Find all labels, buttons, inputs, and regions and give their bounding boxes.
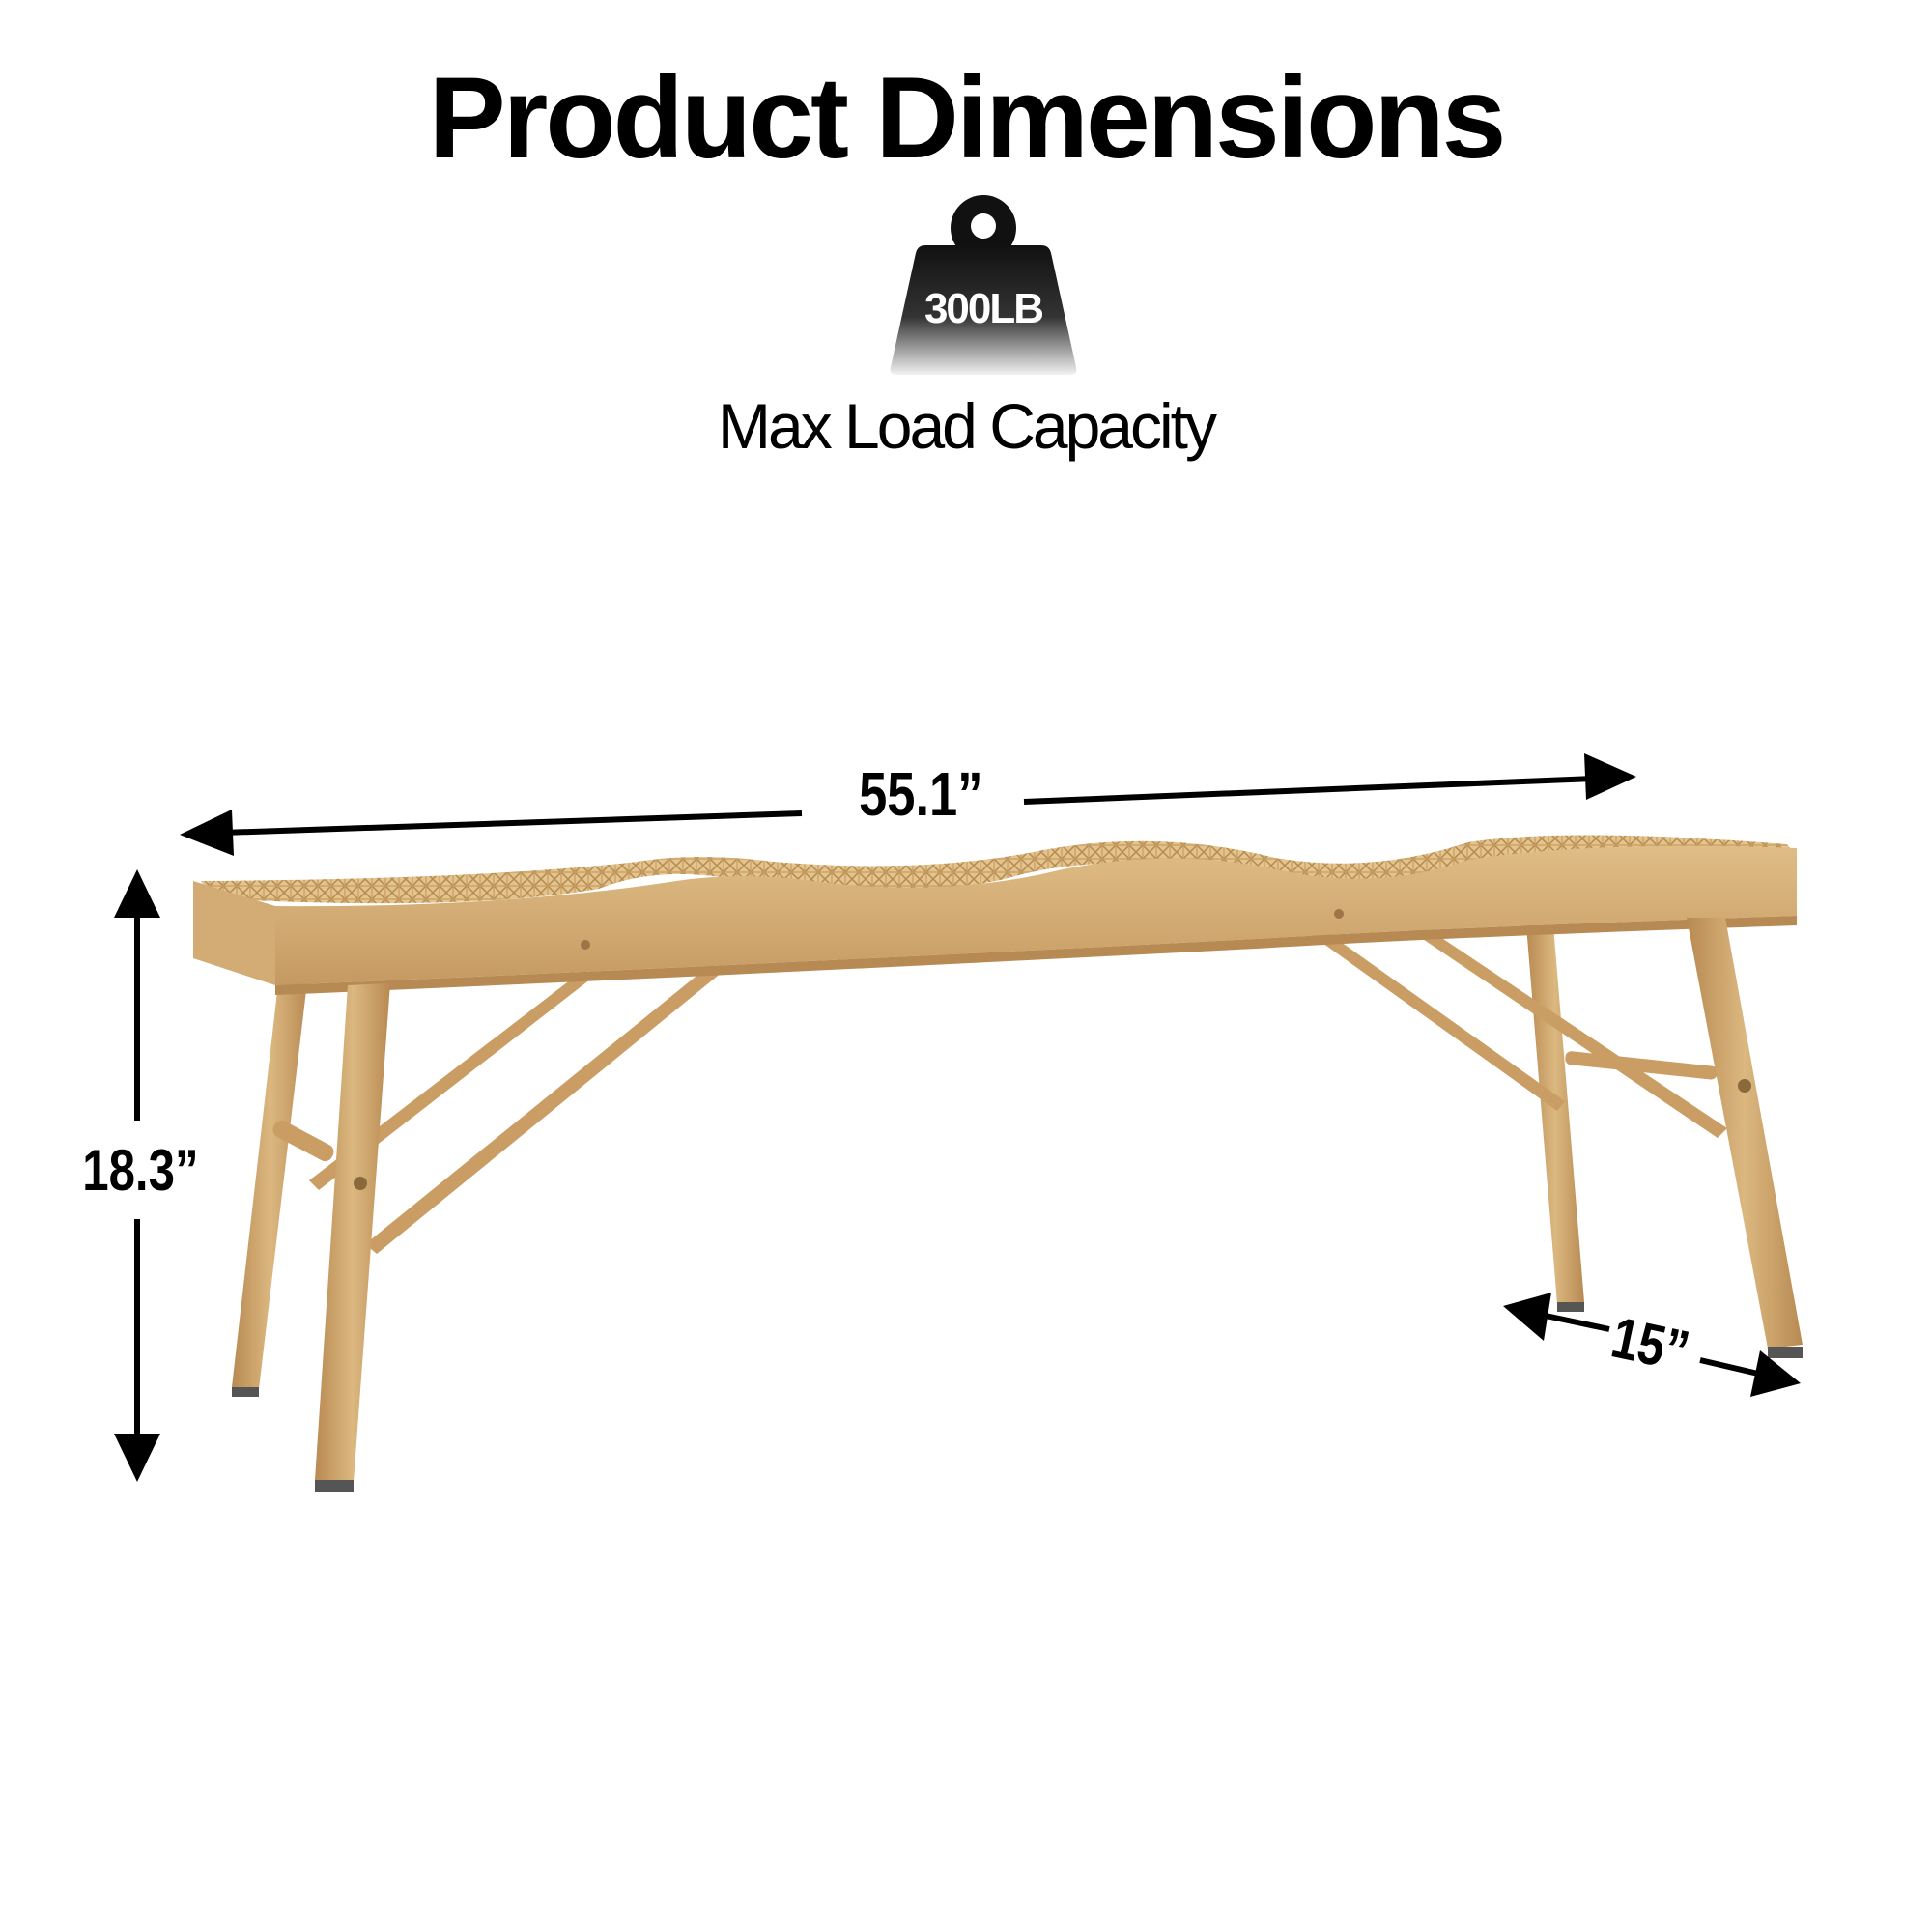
- bench-crossbar: [272, 1120, 334, 1162]
- bench-bolt: [1738, 1079, 1751, 1093]
- bench-seat-cane: [201, 835, 1797, 904]
- arrow-icon: [1584, 753, 1636, 800]
- arrow-icon: [1750, 1350, 1801, 1397]
- depth-arrow-line: [1699, 1357, 1759, 1377]
- bench-leg: [1687, 918, 1803, 1349]
- bench-bolt: [354, 1177, 367, 1190]
- arrow-icon: [180, 810, 234, 856]
- page-title: Product Dimensions: [428, 53, 1507, 183]
- width-dimension-label: 55.1”: [859, 759, 983, 829]
- bench-stretcher: [1306, 925, 1565, 1111]
- width-arrow-line: [221, 810, 803, 836]
- bench-crossbar: [1565, 1051, 1718, 1080]
- arrow-icon: [114, 869, 160, 918]
- bench-knot: [1334, 909, 1344, 919]
- weight-badge-label: 300LB: [923, 285, 1044, 332]
- weight-icon: [890, 195, 1077, 375]
- arrow-icon: [1503, 1293, 1551, 1341]
- bench-leg: [232, 966, 309, 1389]
- bench-leg: [1526, 925, 1584, 1304]
- depth-arrow-line: [1545, 1313, 1610, 1332]
- bench-stretcher: [365, 964, 723, 1254]
- arrow-icon: [114, 1434, 160, 1482]
- capacity-caption: Max Load Capacity: [718, 390, 1217, 462]
- height-dimension-label: 18.3”: [82, 1138, 199, 1203]
- depth-dimension-label: 15”: [1605, 1304, 1695, 1384]
- bench-stretcher: [309, 970, 595, 1190]
- bench-seat-side: [193, 881, 275, 985]
- bench-leg: [315, 983, 390, 1482]
- bench-stretcher: [1408, 923, 1727, 1138]
- bench-knot: [581, 940, 590, 950]
- bench-seat-front: [275, 845, 1797, 985]
- width-arrow-line: [1023, 776, 1595, 805]
